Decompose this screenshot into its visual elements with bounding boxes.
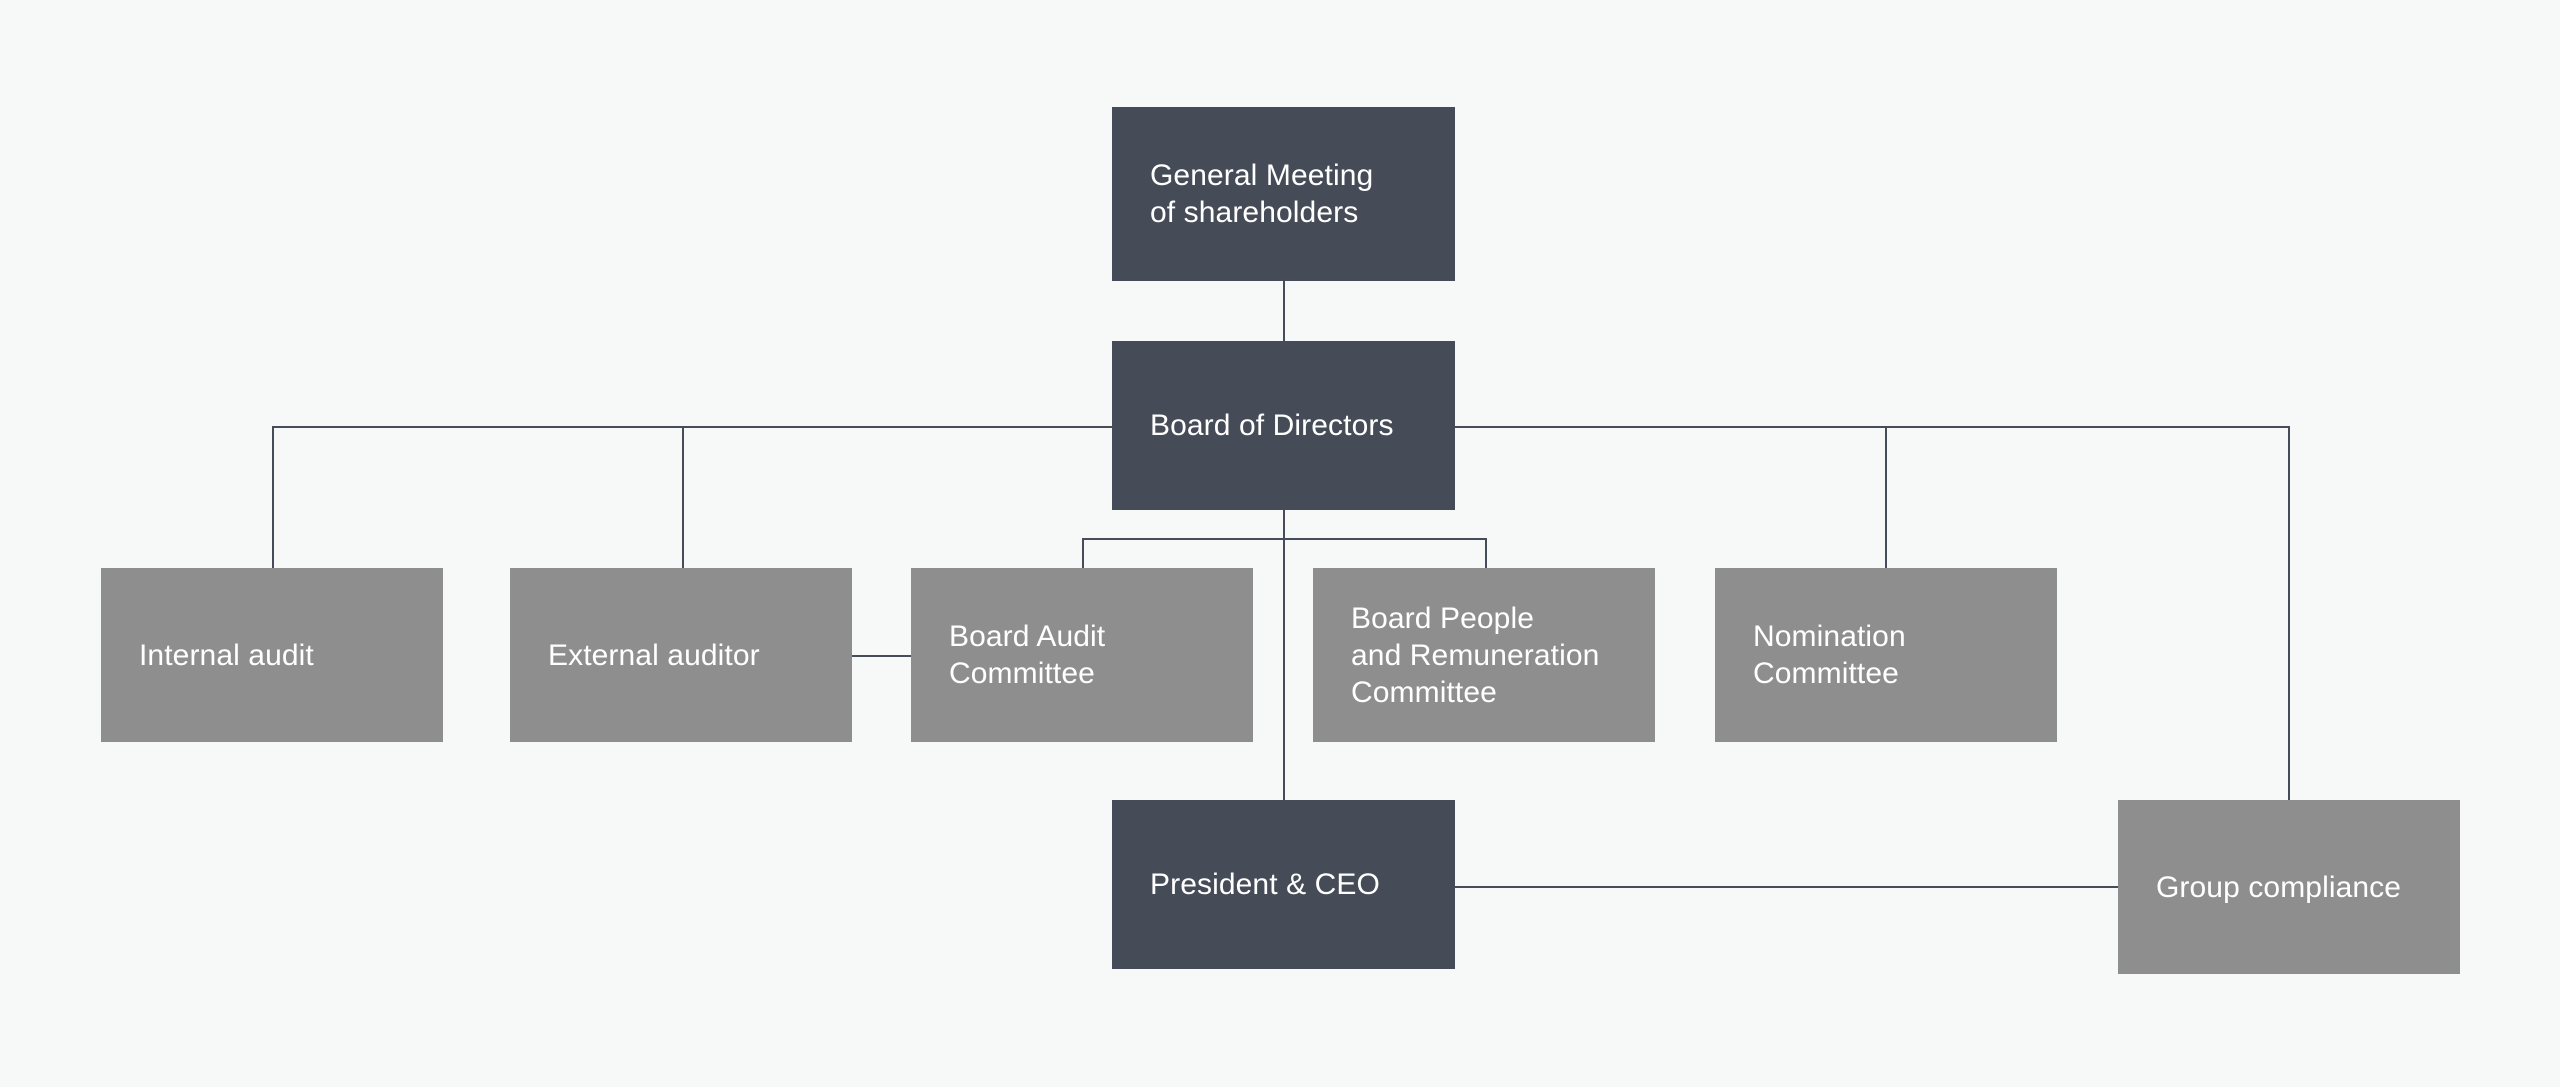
- node-label-board-of-directors: Board of Directors: [1150, 409, 1394, 442]
- node-group-compliance[interactable]: Group compliance: [2118, 800, 2460, 974]
- node-general-meeting[interactable]: General Meeting of shareholders: [1112, 107, 1455, 281]
- node-internal-audit[interactable]: Internal audit: [101, 568, 443, 742]
- node-label-internal-audit: Internal audit: [139, 638, 314, 672]
- connector-general-meeting-to-board: [1283, 281, 1285, 341]
- node-board-people-and-remuneration-committee[interactable]: Board People and Remuneration Committee: [1313, 568, 1655, 742]
- node-label-board-audit-committee: Board Audit Committee: [949, 620, 1106, 690]
- node-label-board-people-and-remuneration-committee: Board People and Remuneration Committee: [1351, 601, 1600, 709]
- connector-sub-drop-board-audit-committee: [1082, 538, 1084, 568]
- node-label-external-auditor: External auditor: [548, 638, 760, 672]
- connector-external-auditor-to-board-audit-committee: [852, 655, 912, 657]
- connector-bus-drop-external-auditor: [682, 426, 684, 568]
- connector-bus-drop-group-compliance: [2288, 426, 2290, 800]
- node-president-and-ceo[interactable]: President & CEO: [1112, 800, 1455, 969]
- connector-committee-sub-bus: [1082, 538, 1487, 540]
- node-nomination-committee[interactable]: Nomination Committee: [1715, 568, 2057, 742]
- connector-bus-drop-internal-audit: [272, 426, 274, 568]
- connector-bus-drop-nomination-committee: [1885, 426, 1887, 568]
- connector-sub-drop-board-people-committee: [1485, 538, 1487, 568]
- connector-president-ceo-to-group-compliance: [1455, 886, 2119, 888]
- node-board-audit-committee[interactable]: Board Audit Committee: [911, 568, 1253, 742]
- node-label-nomination-committee: Nomination Committee: [1753, 620, 1906, 690]
- node-board-of-directors[interactable]: Board of Directors: [1112, 341, 1455, 510]
- node-label-group-compliance: Group compliance: [2156, 870, 2402, 904]
- node-label-general-meeting: General Meeting of shareholders: [1150, 159, 1374, 229]
- connector-board-center-drop: [1283, 510, 1285, 800]
- node-external-auditor[interactable]: External auditor: [510, 568, 852, 742]
- node-label-president-and-ceo: President & CEO: [1150, 868, 1380, 901]
